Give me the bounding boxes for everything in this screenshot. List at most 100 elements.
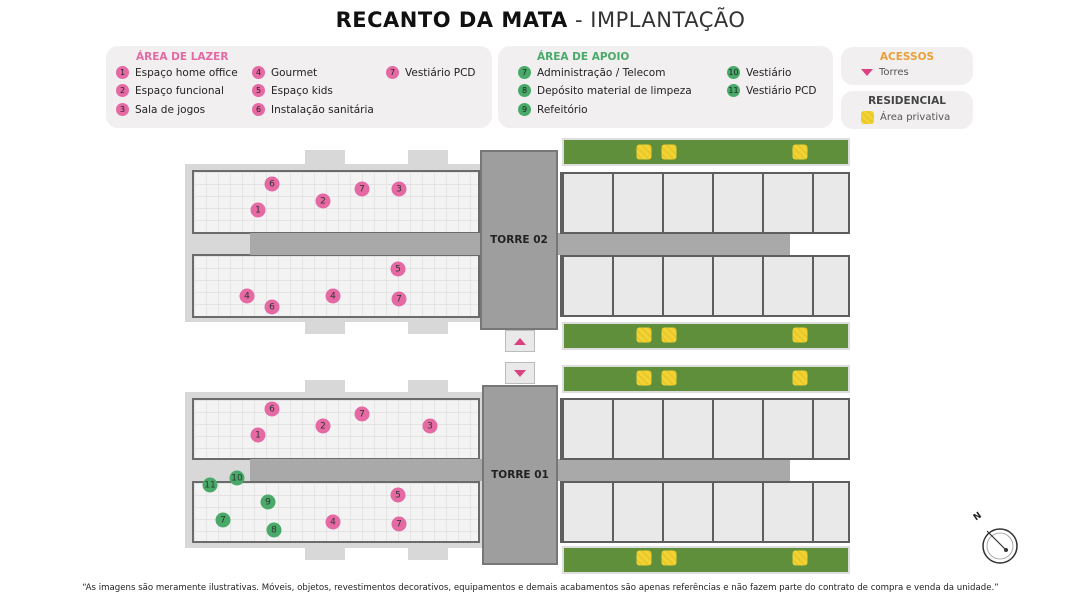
private-area-marker	[661, 144, 677, 160]
amenity-rooms-south	[192, 254, 480, 318]
legend-label: Depósito material de limpeza	[537, 84, 692, 97]
residential-units	[560, 255, 850, 317]
marker-icon: 3	[116, 103, 129, 116]
legend-item: 1 Espaço home office	[116, 66, 238, 79]
legend-item: 2 Espaço funcional	[116, 84, 224, 97]
legend-label: Vestiário	[746, 66, 792, 79]
marker-icon: 4	[252, 66, 265, 79]
marker-icon: 10	[727, 66, 740, 79]
legend-residencial-heading: RESIDENCIAL	[868, 95, 946, 107]
room-marker: 7	[391, 516, 407, 532]
amenity-rooms-north	[192, 170, 480, 234]
legend-item: Torres	[861, 67, 909, 78]
private-area-marker	[792, 144, 808, 160]
legend-acessos-heading: ACESSOS	[879, 51, 935, 63]
tower-02-access	[505, 330, 535, 352]
room-marker: 4	[325, 288, 341, 304]
tower-core: TORRE 01	[482, 385, 558, 565]
page-title: RECANTO DA MATA - IMPLANTAÇÃO	[0, 8, 1081, 32]
room-marker: 2	[315, 418, 331, 434]
residential-units	[560, 172, 850, 234]
legend-apoio: ÁREA DE APOIO 7 Administração / Telecom 8…	[498, 46, 833, 128]
legend-label: Vestiário PCD	[746, 84, 817, 97]
support-marker: 9	[260, 494, 276, 510]
private-area-marker	[661, 327, 677, 343]
room-marker: 4	[239, 288, 255, 304]
marker-icon: 7	[386, 66, 399, 79]
private-area-marker	[636, 144, 652, 160]
compass-icon: N	[972, 510, 1022, 570]
triangle-down-icon	[514, 369, 526, 377]
legend-lazer: ÁREA DE LAZER 1 Espaço home office 2 Espaç…	[106, 46, 492, 128]
room-marker: 3	[422, 418, 438, 434]
legend-label: Espaço home office	[135, 66, 238, 79]
private-area-marker	[792, 370, 808, 386]
room-marker: 6	[264, 299, 280, 315]
legend-item: 7 Administração / Telecom	[518, 66, 665, 79]
tower-01-access	[505, 362, 535, 384]
room-marker: 2	[315, 193, 331, 209]
private-area-marker	[661, 370, 677, 386]
legend-item: 5 Espaço kids	[252, 84, 333, 97]
legend-item: 4 Gourmet	[252, 66, 317, 79]
disclaimer: “As imagens são meramente ilustrativas. …	[82, 583, 999, 593]
room-marker: 3	[391, 181, 407, 197]
private-area-marker	[636, 370, 652, 386]
support-marker: 11	[202, 477, 218, 493]
private-area-marker	[792, 550, 808, 566]
support-marker: 10	[229, 470, 245, 486]
private-area-marker	[636, 327, 652, 343]
legend-item: 3 Sala de jogos	[116, 103, 205, 116]
legend-label: Torres	[879, 67, 909, 78]
legend-label: Gourmet	[271, 66, 318, 79]
support-marker: 7	[215, 512, 231, 528]
marker-icon: 2	[116, 84, 129, 97]
legend-item: 7 Vestiário PCD	[386, 66, 476, 79]
tower-label: TORRE 01	[491, 469, 549, 481]
title-sub: IMPLANTAÇÃO	[590, 8, 746, 32]
title-main: RECANTO DA MATA	[335, 8, 568, 32]
room-marker: 6	[264, 401, 280, 417]
legend-label: Área privativa	[880, 112, 951, 123]
tower-label: TORRE 02	[490, 234, 548, 246]
title-separator: -	[567, 8, 591, 32]
private-area-swatch-icon	[861, 111, 874, 124]
legend-item: 9 Refeitório	[518, 103, 588, 116]
marker-icon: 7	[518, 66, 531, 79]
private-area-marker	[661, 550, 677, 566]
legend-acessos: ACESSOS Torres	[841, 47, 973, 85]
legend-residencial: RESIDENCIAL Área privativa	[841, 91, 973, 129]
support-marker: 8	[266, 522, 282, 538]
legend-label: Refeitório	[537, 103, 588, 116]
legend-item: 6 Instalação sanitária	[252, 103, 374, 116]
legend-lazer-heading: ÁREA DE LAZER	[136, 51, 229, 63]
triangle-up-icon	[514, 337, 526, 345]
legend-apoio-heading: ÁREA DE APOIO	[537, 51, 630, 63]
legend-label: Instalação sanitária	[271, 103, 374, 116]
legend-label: Administração / Telecom	[537, 66, 666, 79]
room-marker: 5	[390, 487, 406, 503]
amenity-rooms-south	[192, 481, 480, 543]
legend-item: 8 Depósito material de limpeza	[518, 84, 692, 97]
marker-icon: 5	[252, 84, 265, 97]
triangle-down-icon	[861, 69, 873, 76]
room-marker: 5	[390, 261, 406, 277]
private-area-marker	[792, 327, 808, 343]
legend-label: Espaço funcional	[135, 84, 224, 97]
residential-units	[560, 481, 850, 543]
legend-item: 10 Vestiário	[727, 66, 791, 79]
marker-icon: 6	[252, 103, 265, 116]
room-marker: 4	[325, 514, 341, 530]
room-marker: 7	[354, 406, 370, 422]
private-area-marker	[636, 550, 652, 566]
residential-units	[560, 398, 850, 460]
legend-label: Sala de jogos	[135, 103, 206, 116]
marker-icon: 1	[116, 66, 129, 79]
tower-core: TORRE 02	[480, 150, 558, 330]
room-marker: 7	[354, 181, 370, 197]
marker-icon: 9	[518, 103, 531, 116]
room-marker: 7	[391, 291, 407, 307]
legend-label: Espaço kids	[271, 84, 333, 97]
marker-icon: 8	[518, 84, 531, 97]
legend-label: Vestiário PCD	[405, 66, 476, 79]
